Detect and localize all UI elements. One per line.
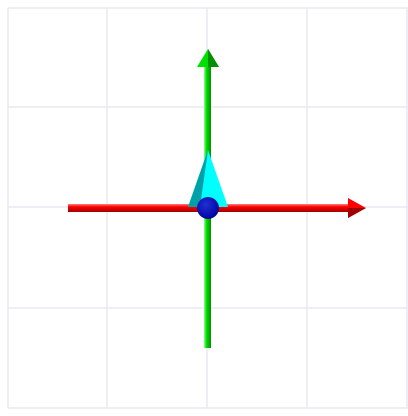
- cone-shaded-face: [188, 150, 208, 207]
- cone-gizmo[interactable]: [188, 150, 228, 207]
- origin-sphere[interactable]: [197, 197, 219, 219]
- x-axis-arrowhead-shade: [348, 208, 366, 218]
- y-axis-arrowhead-shade: [208, 49, 219, 67]
